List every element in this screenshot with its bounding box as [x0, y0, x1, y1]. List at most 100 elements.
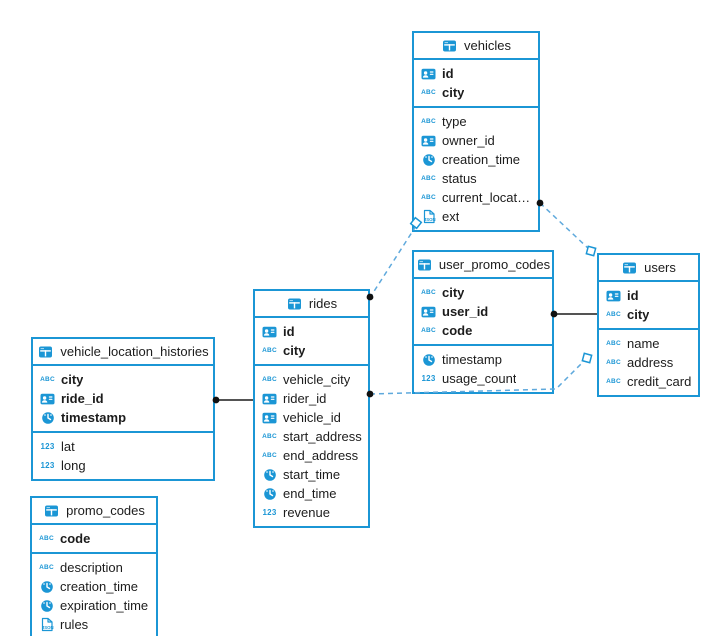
table-header[interactable]: user_promo_codes — [414, 252, 552, 279]
field-name: start_address — [283, 429, 362, 444]
field-row-timestamp[interactable]: timestamp — [414, 350, 552, 369]
text-type-icon: ABC — [421, 89, 436, 96]
field-row-end_time[interactable]: end_time — [255, 484, 368, 503]
field-row-expiration_time[interactable]: expiration_time — [32, 596, 156, 615]
text-type-icon: ABC — [606, 311, 621, 318]
text-type-icon: ABC — [421, 194, 436, 201]
field-row-id[interactable]: id — [414, 64, 538, 83]
relationship-line[interactable] — [370, 225, 417, 297]
field-name: ride_id — [61, 391, 104, 406]
text-type-icon: ABC — [606, 359, 621, 366]
field-row-id[interactable]: id — [599, 286, 698, 305]
field-row-code[interactable]: ABC code — [414, 321, 552, 340]
field-row-vehicle_id[interactable]: vehicle_id — [255, 408, 368, 427]
time-type-icon — [420, 353, 437, 367]
field-name: rules — [60, 617, 89, 632]
field-name: end_address — [283, 448, 359, 463]
table-icon — [416, 258, 433, 272]
time-type-icon — [38, 580, 55, 594]
field-name: city — [61, 372, 84, 387]
field-name: code — [442, 323, 473, 338]
field-row-ride_id[interactable]: ride_id — [33, 389, 213, 408]
table-header[interactable]: promo_codes — [32, 498, 156, 525]
relationship-diamond-marker — [581, 352, 593, 364]
time-type-icon — [420, 153, 437, 167]
field-row-start_time[interactable]: start_time — [255, 465, 368, 484]
field-name: lat — [61, 439, 75, 454]
table-title: users — [644, 260, 676, 275]
svg-text:JSON: JSON — [423, 217, 435, 222]
table-header[interactable]: users — [599, 255, 698, 282]
text-type-icon: ABC — [606, 340, 621, 347]
field-name: address — [627, 355, 674, 370]
time-type-icon — [38, 599, 55, 613]
field-name: expiration_time — [60, 598, 149, 613]
field-row-end_address[interactable]: ABC end_address — [255, 446, 368, 465]
field-row-creation_time[interactable]: creation_time — [414, 150, 538, 169]
table-header[interactable]: vehicle_location_histories — [33, 339, 213, 366]
uuid-type-icon — [39, 392, 56, 406]
field-row-owner_id[interactable]: owner_id — [414, 131, 538, 150]
relationship-line[interactable] — [539, 202, 591, 251]
table-header[interactable]: rides — [255, 291, 368, 318]
field-name: current_location — [442, 190, 532, 205]
field-row-rider_id[interactable]: rider_id — [255, 389, 368, 408]
time-type-icon — [39, 411, 56, 425]
text-type-icon: ABC — [421, 327, 436, 334]
field-row-address[interactable]: ABC address — [599, 353, 698, 372]
field-row-current_location[interactable]: ABC current_location — [414, 188, 538, 207]
table-icon — [43, 504, 60, 518]
text-type-icon: ABC — [39, 535, 54, 542]
table-icon — [37, 345, 54, 359]
field-name: type — [442, 114, 467, 129]
field-name: id — [442, 66, 454, 81]
table-title: promo_codes — [66, 503, 145, 518]
field-name: id — [627, 288, 639, 303]
time-type-icon — [261, 487, 278, 501]
text-type-icon: ABC — [262, 452, 277, 459]
table-header[interactable]: vehicles — [414, 33, 538, 60]
field-row-user_id[interactable]: user_id — [414, 302, 552, 321]
field-name: timestamp — [442, 352, 502, 367]
table-icon — [441, 39, 458, 53]
field-name: credit_card — [627, 374, 692, 389]
uuid-type-icon — [420, 67, 437, 81]
text-type-icon: ABC — [421, 175, 436, 182]
uuid-type-icon — [420, 305, 437, 319]
field-row-timestamp[interactable]: timestamp — [33, 408, 213, 427]
field-row-id[interactable]: id — [255, 322, 368, 341]
text-type-icon: ABC — [39, 564, 54, 571]
json-type-icon: JSON — [420, 209, 437, 224]
field-row-creation_time[interactable]: creation_time — [32, 577, 156, 596]
text-type-icon: ABC — [262, 347, 277, 354]
